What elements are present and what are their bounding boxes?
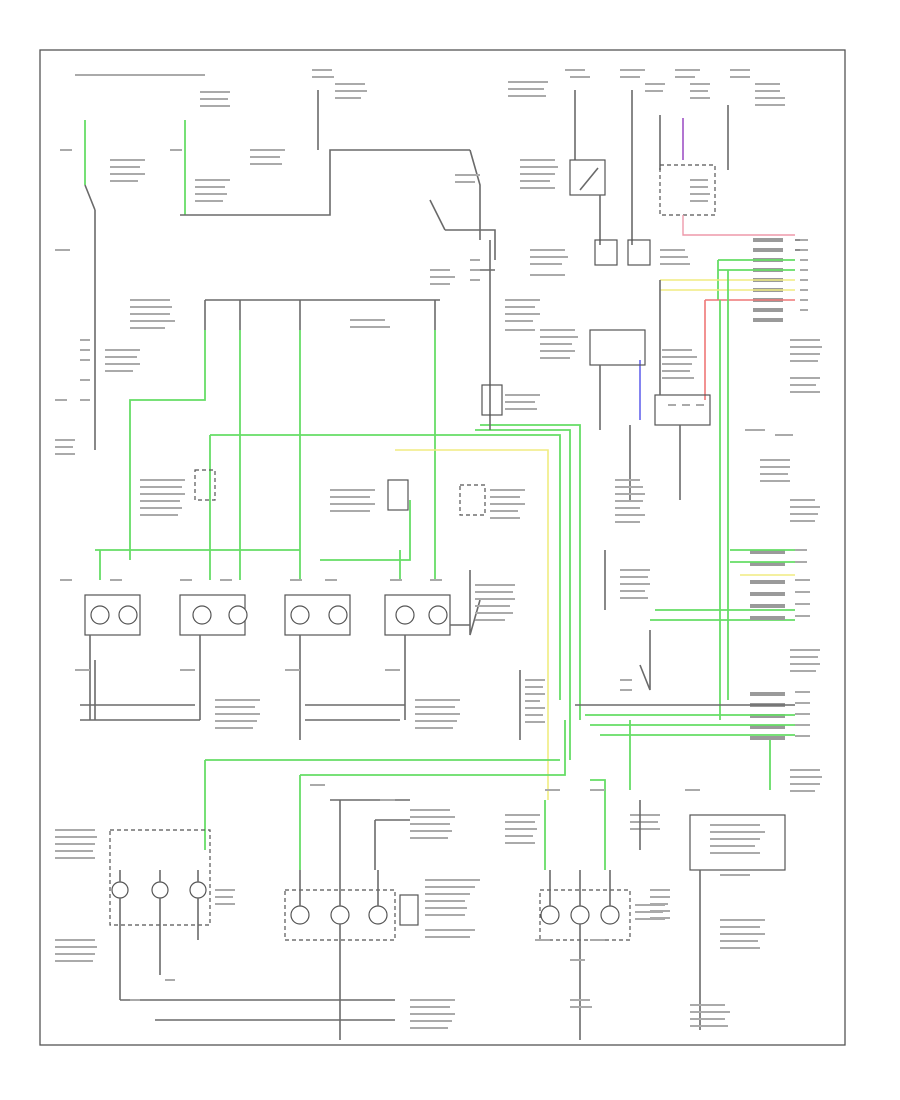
- lamp-pair-2: [179, 594, 248, 720]
- right-harness-mid: [575, 270, 822, 792]
- relay-box: [589, 329, 646, 366]
- top-power-row: [55, 69, 785, 455]
- lamp-pair-1: [84, 594, 141, 720]
- upper-right-controls: [520, 90, 822, 523]
- lower-module-box: [689, 814, 786, 871]
- lamp-row-upper: [60, 469, 525, 740]
- control-module-box: [654, 394, 711, 426]
- lower-feeds: [204, 720, 700, 870]
- centre-switches: [469, 550, 795, 740]
- lamp-row-lower: [55, 800, 786, 1040]
- middle-bus: [80, 240, 581, 800]
- lamp-pair-4: [384, 594, 470, 720]
- bottom-ground-bus: [120, 979, 455, 1029]
- right-harness-top: [660, 238, 808, 400]
- lamp-pair-3: [284, 594, 351, 740]
- diagram-frame: [39, 49, 846, 1046]
